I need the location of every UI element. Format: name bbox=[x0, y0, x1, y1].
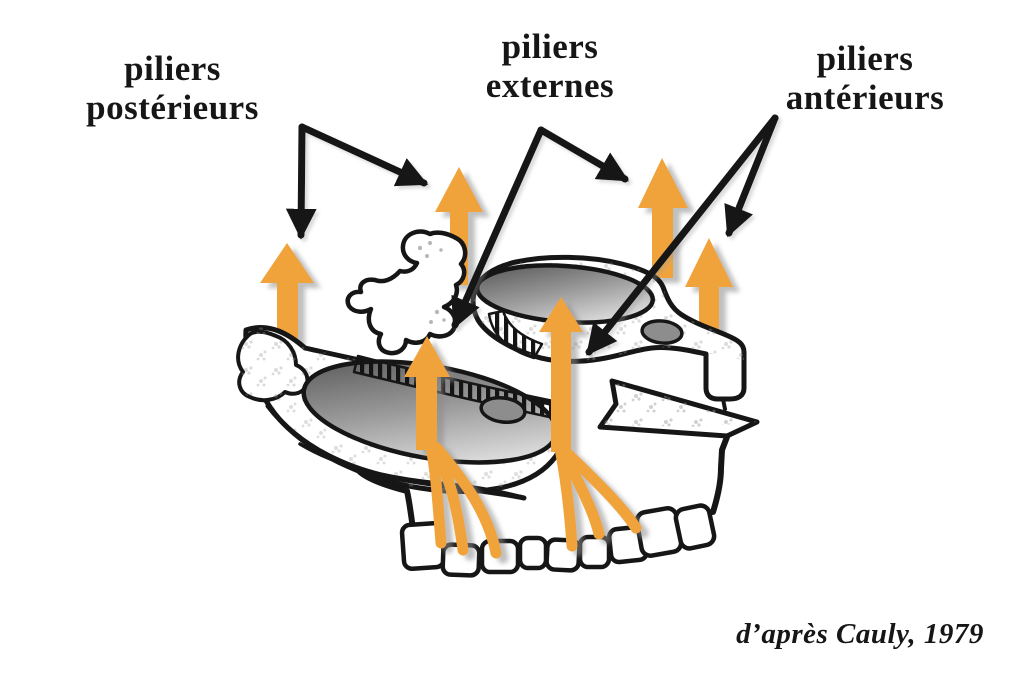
label-piliers-posterieurs: piliers postérieurs bbox=[55, 49, 290, 127]
occlusal-force-streams bbox=[424, 436, 642, 559]
force-stream bbox=[557, 446, 605, 540]
label-line: externes bbox=[485, 65, 615, 105]
force-arrow-external-top bbox=[435, 167, 483, 285]
label-pointer-arrows bbox=[285, 114, 779, 356]
force-arrow-posterior bbox=[260, 243, 314, 352]
ledge-connector bbox=[721, 397, 727, 411]
internal-force-arrows bbox=[404, 297, 642, 559]
force-arrow-anterior-tall bbox=[638, 158, 688, 278]
mandible-outline bbox=[357, 434, 730, 531]
foramen-left bbox=[479, 395, 527, 425]
force-arrow-internal-left bbox=[404, 336, 450, 450]
force-stream bbox=[431, 442, 502, 559]
pointer-anterior-short bbox=[724, 114, 779, 238]
foramen-right bbox=[640, 319, 684, 345]
hatch-band-right bbox=[487, 309, 544, 360]
tooth bbox=[673, 503, 717, 551]
outer-force-arrows bbox=[260, 158, 733, 352]
pointer-posterior-right bbox=[298, 123, 429, 187]
pointer-external-long bbox=[451, 126, 545, 330]
pointer-external-right bbox=[537, 126, 629, 183]
zygomatic-dart-shape bbox=[597, 378, 760, 439]
label-line: postérieurs bbox=[86, 87, 259, 127]
force-stream bbox=[560, 446, 642, 534]
skull-drawing bbox=[236, 229, 760, 578]
tooth bbox=[517, 535, 549, 571]
label-line: antérieurs bbox=[785, 77, 945, 117]
label-line: piliers bbox=[124, 49, 221, 88]
label-piliers-externes: piliers externes bbox=[450, 27, 650, 105]
label-line: piliers bbox=[816, 39, 914, 78]
tooth bbox=[577, 534, 612, 570]
maxilla-cross-section bbox=[236, 325, 567, 501]
upper-maxilla-section bbox=[470, 254, 747, 411]
pointer-posterior-down bbox=[285, 123, 317, 240]
pointer-anterior-long bbox=[585, 114, 779, 356]
teeth-row bbox=[399, 503, 717, 578]
force-arrow-anterior-small bbox=[685, 238, 733, 349]
force-arrow-internal-right bbox=[539, 297, 583, 452]
label-line: piliers bbox=[501, 27, 599, 66]
source-citation: d’après Cauly, 1979 bbox=[736, 618, 984, 650]
pterygoid-figure-shape bbox=[345, 229, 468, 356]
label-piliers-anterieurs: piliers antérieurs bbox=[755, 39, 975, 117]
